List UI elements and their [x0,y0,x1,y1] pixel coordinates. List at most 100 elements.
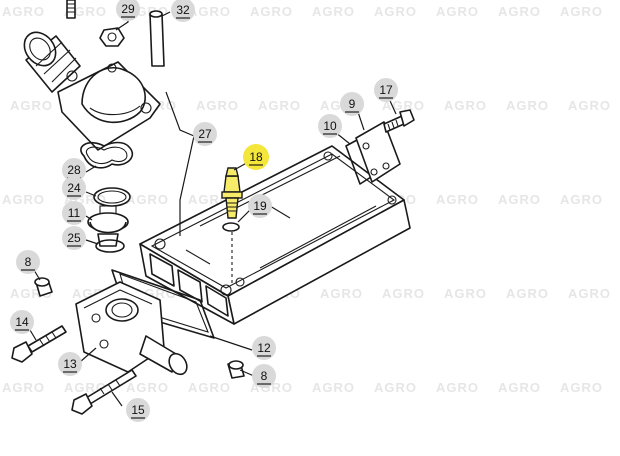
watermark-text: AGRO [560,192,603,207]
callout-bubble [248,194,272,218]
callout-24: 24 [62,176,86,200]
callout-29: 29 [116,0,140,21]
watermark-text: AGRO [374,380,417,395]
callout-bubble [318,114,342,138]
manifold-body [139,145,411,325]
watermark-text: AGRO [560,380,603,395]
watermark-text: AGRO [498,380,541,395]
callout-11: 11 [62,201,86,225]
callout-bubble [252,364,276,388]
watermark-text: AGRO [312,4,355,19]
callout-number: 11 [68,206,81,220]
temperature-sensor-18 [221,167,243,219]
washer-19 [222,222,240,232]
watermark-text: AGRO [506,98,549,113]
seal-25 [95,239,125,253]
callout-bubble [193,122,217,146]
callout-10: 10 [318,114,342,138]
watermark-text: AGRO [196,98,239,113]
cover-plate-9 [355,121,401,183]
watermark-text: AGRO [382,286,425,301]
callout-number: 10 [323,119,337,133]
callout-number: 24 [67,181,81,195]
watermark-text: AGRO [444,286,487,301]
callout-number: 29 [121,2,135,16]
watermark-text: AGRO [374,4,417,19]
watermark-text: AGRO [312,380,355,395]
callout-bubble [62,226,86,250]
stud-bolt [66,0,76,19]
watermark-text: AGRO [568,98,611,113]
watermark-text: AGRO [568,286,611,301]
watermark-text: AGRO [126,192,169,207]
callout-bubble [58,352,82,376]
callout-25: 25 [62,226,86,250]
bolt-15 [71,369,137,415]
watermark-text: AGRO [320,286,363,301]
watermark-text: AGRO [382,98,425,113]
callout-27: 27 [193,122,217,146]
callout-bubble [171,0,195,22]
callout-9: 9 [340,92,364,116]
nut-29 [99,27,125,47]
callout-bubble [62,158,86,182]
watermark-text: AGRO [64,380,107,395]
callout-bubble [116,0,140,21]
watermark-text: AGRO [436,4,479,19]
watermark-text: AGRO [444,98,487,113]
callout-bubble [126,398,150,422]
outlet-housing-13 [75,281,188,376]
callout-bubble [374,78,398,102]
thermostat-housing [23,31,161,151]
callout-14: 14 [10,310,34,334]
watermark-text: AGRO [2,192,45,207]
watermark-text: AGRO [250,4,293,19]
callout-8b: 8 [252,364,276,388]
bolt-14 [11,325,67,363]
watermark-text: AGRO [2,4,45,19]
callout-bubble [62,201,86,225]
callout-bubble [243,144,269,170]
bolt-17 [383,109,415,133]
plug-8-left [34,277,53,297]
watermark-text: AGRO [126,380,169,395]
callout-19: 19 [248,194,272,218]
watermark-text: AGRO [188,4,231,19]
sleeve-32 [149,10,165,67]
callout-17: 17 [374,78,398,102]
callout-12: 12 [252,336,276,360]
callout-number: 19 [253,199,267,213]
watermark-text: AGRO [436,380,479,395]
watermark-text: AGRO [498,4,541,19]
callout-number: 18 [249,150,263,164]
watermark-layer: AGRO AGRO AGRO AGRO AGRO AGRO AGRO AGRO AGRO AGRO… [2,4,611,395]
callout-bubble [10,310,34,334]
callout-bubble [252,336,276,360]
callout-8a: 8 [16,250,40,274]
watermark-text: AGRO [2,380,45,395]
callout-number: 8 [261,369,268,383]
callout-bubble [340,92,364,116]
callout-number: 15 [131,403,145,417]
callout-number: 14 [15,315,29,329]
watermark-text: AGRO [498,192,541,207]
callout-32: 32 [171,0,195,22]
thermostat-11 [87,205,129,247]
callout-number: 25 [67,231,81,245]
watermark-text: AGRO [560,4,603,19]
watermark-text: AGRO [436,192,479,207]
callout-number: 12 [257,341,271,355]
callout-15: 15 [126,398,150,422]
plug-8-right [227,360,245,379]
watermark-text: AGRO [10,98,53,113]
watermark-text: AGRO [506,286,549,301]
callout-number: 8 [25,255,32,269]
callout-13: 13 [58,352,82,376]
gasket-28 [80,141,134,169]
callout-bubble [62,176,86,200]
callout-number: 17 [379,83,393,97]
watermark-text: AGRO [258,98,301,113]
callout-number: 32 [176,3,190,17]
